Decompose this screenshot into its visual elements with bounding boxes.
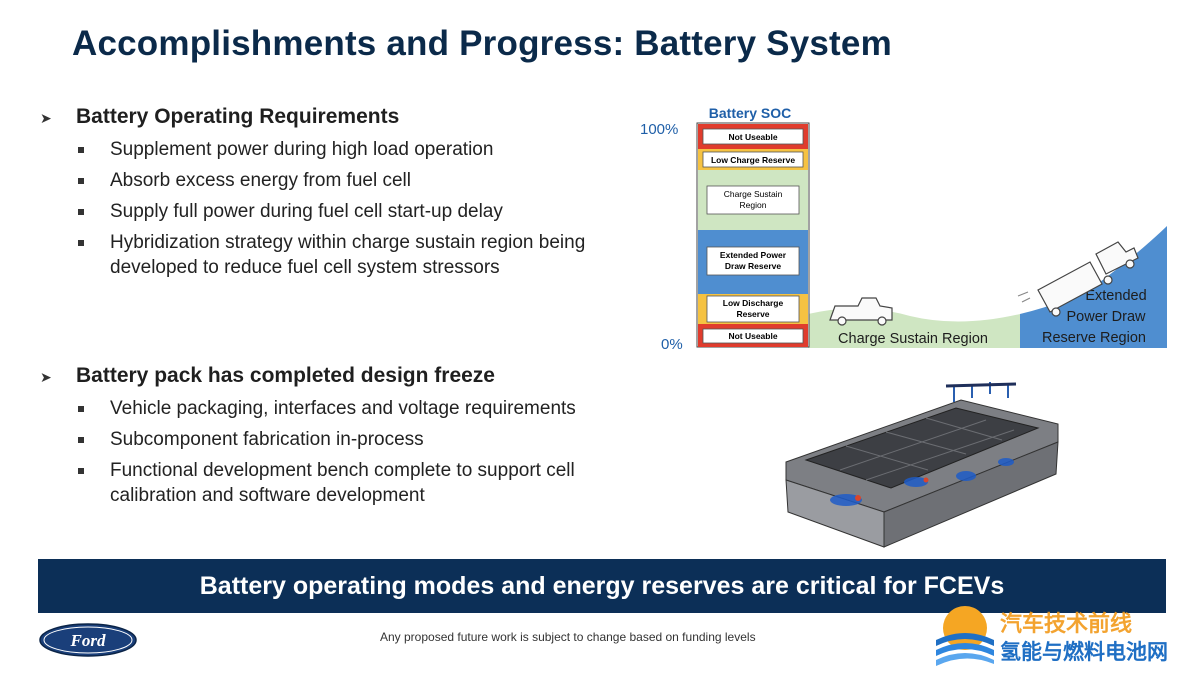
- extended-region-label-2: Power Draw: [1067, 309, 1146, 325]
- charge-sustain-region-label: Charge Sustain Region: [838, 331, 988, 347]
- arrow-bullet-icon: ➤: [40, 369, 52, 385]
- bullet-list: Supplement power during high load operat…: [40, 137, 640, 280]
- square-bullet-icon: [76, 168, 110, 193]
- svg-text:Ford: Ford: [70, 631, 106, 650]
- watermark-logo-icon: [936, 606, 994, 666]
- list-item: Supply full power during fuel cell start…: [76, 199, 640, 224]
- soc-0-label: 0%: [661, 336, 683, 353]
- soc-title: Battery SOC: [709, 105, 791, 121]
- band-label: Extended Power: [720, 250, 787, 260]
- band-label: Low Discharge: [723, 298, 784, 308]
- list-item: Functional development bench complete to…: [76, 458, 640, 508]
- bullet-list: Vehicle packaging, interfaces and voltag…: [40, 396, 640, 508]
- section-heading: Battery pack has completed design freeze: [76, 364, 495, 387]
- band-label: Not Useable: [728, 331, 777, 341]
- band-label: Low Charge Reserve: [711, 155, 795, 165]
- ford-logo: Ford: [39, 623, 137, 657]
- section-design-freeze: ➤ Battery pack has completed design free…: [40, 364, 640, 514]
- trailer-truck-icon: [1017, 241, 1139, 317]
- band-label: Charge Sustain: [724, 189, 783, 199]
- list-item: Hybridization strategy within charge sus…: [76, 230, 640, 280]
- band-label: Not Useable: [728, 132, 777, 142]
- svg-text:Draw Reserve: Draw Reserve: [725, 261, 782, 271]
- list-item: Absorb excess energy from fuel cell: [76, 168, 640, 193]
- extended-region-label-1: Extended: [1085, 288, 1146, 304]
- watermark-text-bottom: 氢能与燃料电池网: [1000, 641, 1168, 664]
- extended-region-label-3: Reserve Region: [1042, 330, 1146, 346]
- watermark-text-top: 汽车技术前线: [1000, 611, 1133, 636]
- arrow-bullet-icon: ➤: [40, 110, 52, 126]
- svg-text:Region: Region: [740, 200, 767, 210]
- list-item: Supplement power during high load operat…: [76, 137, 640, 162]
- list-item: Vehicle packaging, interfaces and voltag…: [76, 396, 640, 421]
- conclusion-banner: Battery operating modes and energy reser…: [38, 559, 1166, 613]
- square-bullet-icon: [76, 396, 110, 421]
- square-bullet-icon: [76, 199, 110, 224]
- square-bullet-icon: [76, 427, 110, 452]
- truck-icon: [829, 297, 893, 326]
- square-bullet-icon: [76, 137, 110, 162]
- section-operating-requirements: ➤ Battery Operating Requirements Supplem…: [40, 105, 640, 286]
- square-bullet-icon: [76, 230, 110, 280]
- battery-soc-diagram: Battery SOC 100% 0% Charge Sustain Regio…: [640, 105, 1167, 353]
- section-heading: Battery Operating Requirements: [76, 105, 400, 128]
- square-bullet-icon: [76, 458, 110, 508]
- battery-pack-image: [785, 382, 1059, 548]
- footer-note: Any proposed future work is subject to c…: [380, 630, 756, 644]
- soc-100-label: 100%: [640, 121, 678, 138]
- page-title: Accomplishments and Progress: Battery Sy…: [72, 24, 892, 63]
- list-item: Subcomponent fabrication in-process: [76, 427, 640, 452]
- svg-text:Reserve: Reserve: [736, 309, 769, 319]
